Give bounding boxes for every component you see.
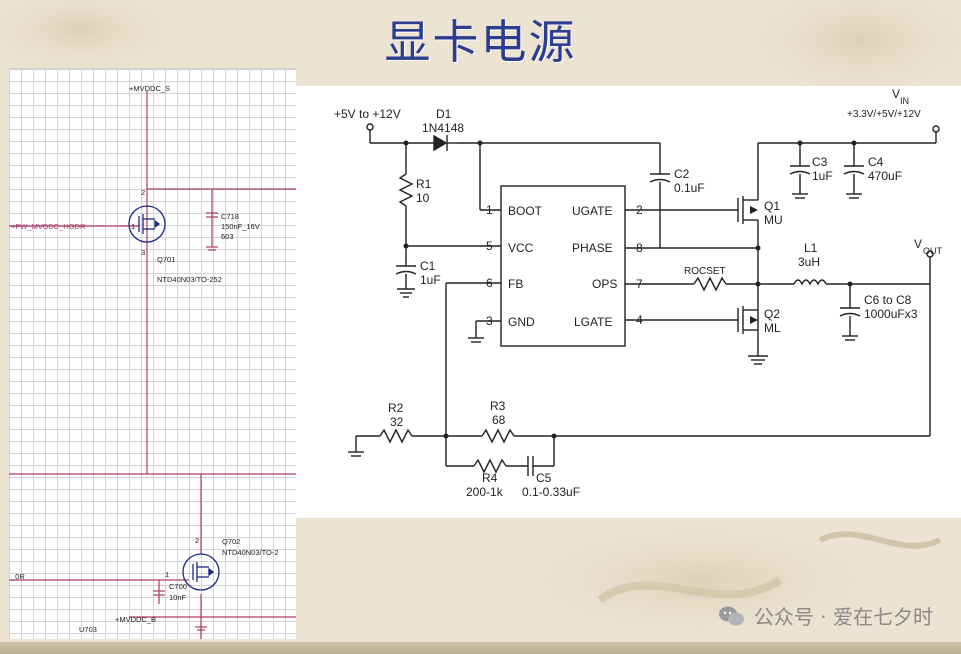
left-pin-1-upper: 1: [131, 222, 135, 231]
pin-boot-num: 1: [486, 203, 493, 217]
mosfet-q702: [182, 553, 220, 591]
left-q-lower-part: NTD40N03/TO-2: [222, 548, 279, 557]
left-schematic-panel: +MVDDC_S +PW_MVDDC_HGDR 1 2 3 C718 150nF…: [9, 68, 296, 639]
left-cap-lower-ref: C700: [169, 582, 187, 591]
label-c4-val: 470uF: [868, 169, 902, 183]
label-vin-left: +5V to +12V: [334, 107, 401, 121]
label-d1-part: 1N4148: [422, 121, 464, 135]
label-c5-val: 0.1-0.33uF: [522, 485, 580, 499]
left-q-upper-part: NTD40N03/TO-252: [157, 275, 222, 284]
pin-phase-label: PHASE: [572, 241, 613, 255]
label-r2-ref: R2: [388, 401, 404, 415]
label-r4-val: 200-1k: [466, 485, 504, 499]
left-net-left-lower: _0R: [10, 572, 25, 581]
pin-ops-label: OPS: [592, 277, 617, 291]
label-c1-ref: C1: [420, 259, 436, 273]
pin-ops-num: 7: [636, 277, 643, 291]
pin-gnd-label: GND: [508, 315, 535, 329]
pin-fb-label: FB: [508, 277, 523, 291]
pin-boot-label: BOOT: [508, 204, 543, 218]
label-c4-ref: C4: [868, 155, 884, 169]
left-cap-upper-value: 150nF_16V: [221, 222, 260, 231]
mosfet-q701: [128, 205, 166, 243]
label-c3-ref: C3: [812, 155, 828, 169]
right-schematic: +5V to +12V D1 1N4148 R1 10 C1 1uF C2 0.…: [334, 87, 943, 499]
label-l1-ref: L1: [804, 241, 818, 255]
label-r1-ref: R1: [416, 177, 432, 191]
label-l1-val: 3uH: [798, 255, 820, 269]
left-cap-lower-value: 10nF: [169, 593, 187, 602]
right-schematic-panel: +5V to +12V D1 1N4148 R1 10 C1 1uF C2 0.…: [296, 86, 961, 518]
slide-title: 显卡电源: [384, 15, 577, 69]
pin-vcc-label: VCC: [508, 241, 534, 255]
left-cap-upper-pkg: 603: [221, 232, 234, 241]
label-c3-val: 1uF: [812, 169, 833, 183]
left-schematic: +MVDDC_S +PW_MVDDC_HGDR 1 2 3 C718 150nF…: [9, 84, 296, 639]
label-c6-val: 1000uFx3: [864, 307, 918, 321]
label-r3-val: 68: [492, 413, 506, 427]
left-bottom-ref: U703: [79, 625, 97, 634]
label-c6-ref: C6 to C8: [864, 293, 912, 307]
label-c1-val: 1uF: [420, 273, 441, 287]
left-pin-3-upper: 3: [141, 248, 145, 257]
label-vout-sub: OUT: [923, 246, 943, 256]
left-q-lower-ref: Q702: [222, 537, 240, 546]
label-rocset: ROCSET: [684, 266, 726, 277]
label-r3-ref: R3: [490, 399, 506, 413]
label-c2-ref: C2: [674, 167, 690, 181]
label-vin-main: V: [892, 87, 900, 101]
pin-vcc-num: 5: [486, 239, 493, 253]
label-d1-ref: D1: [436, 107, 452, 121]
label-r4-ref: R4: [482, 471, 498, 485]
label-q2-ref: Q2: [764, 307, 780, 321]
watermark-text: 公众号 · 爱在七夕时: [753, 605, 933, 629]
pin-lgate-label: LGATE: [574, 315, 612, 329]
label-q1-ref: Q1: [764, 199, 780, 213]
label-r1-val: 10: [416, 191, 430, 205]
label-vin-range: +3.3V/+5V/+12V: [847, 109, 921, 120]
left-cap-upper-ref: C718: [221, 212, 239, 221]
left-pin-2-upper: 2: [141, 188, 145, 197]
label-vin-sub: IN: [900, 96, 909, 106]
label-vout-main: V: [914, 237, 922, 251]
footer-band: [0, 642, 961, 654]
label-q1-name: MU: [764, 213, 783, 227]
left-net-bottom: +MVDDC_B: [115, 615, 156, 624]
pin-gnd-num: 3: [486, 314, 493, 328]
left-pin-1-lower: 1: [165, 570, 169, 579]
left-net-top: +MVDDC_S: [129, 84, 170, 93]
label-c5-ref: C5: [536, 471, 552, 485]
pin-lgate-num: 4: [636, 313, 643, 327]
label-r2-val: 32: [390, 415, 404, 429]
left-pin-2-lower: 2: [195, 536, 199, 545]
label-c2-val: 0.1uF: [674, 181, 705, 195]
pin-ugate-label: UGATE: [572, 204, 612, 218]
wechat-icon: [718, 604, 746, 628]
watermark: 公众号 · 爱在七夕时: [718, 601, 933, 630]
pin-ugate-num: 2: [636, 203, 643, 217]
left-gate-net: +PW_MVDDC_HGDR: [11, 222, 86, 231]
pin-phase-num: 8: [636, 241, 643, 255]
pin-fb-num: 6: [486, 276, 493, 290]
label-q2-name: ML: [764, 321, 781, 335]
left-q-upper-ref: Q701: [157, 255, 175, 264]
